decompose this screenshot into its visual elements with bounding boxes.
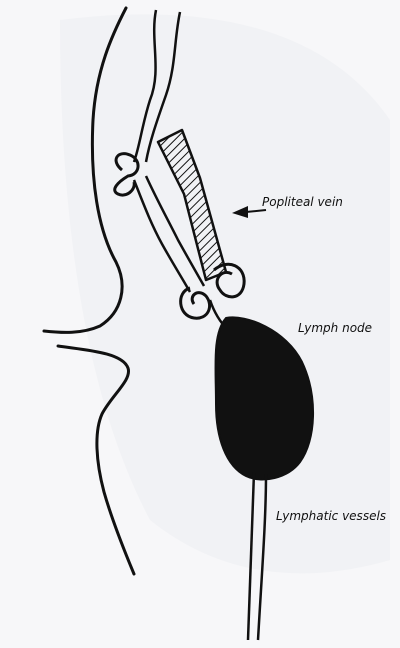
label-lymph-node: Lymph node — [298, 321, 372, 335]
label-popliteal-vein: Popliteal vein — [262, 195, 343, 209]
label-lymphatic-vessels: Lymphatic vessels — [276, 509, 386, 523]
